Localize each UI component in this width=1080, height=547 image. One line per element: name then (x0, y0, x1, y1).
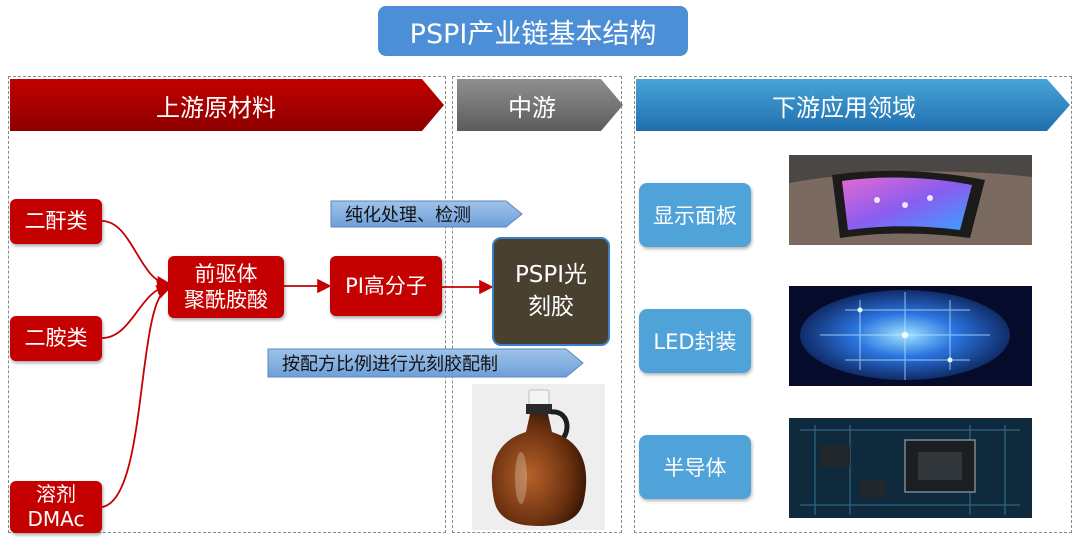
dianhydride-box: 二酐类 (10, 199, 102, 244)
midstream-banner (457, 79, 623, 131)
semiconductor-board-image (789, 418, 1032, 518)
page-title: PSPI产业链基本结构 (378, 6, 688, 56)
amber-bottle-image (472, 384, 605, 530)
connector-diamine (101, 280, 172, 339)
midstream-section (452, 76, 622, 533)
purify-note-arrow (330, 200, 523, 228)
formulate-note-arrow (267, 348, 584, 378)
upstream-label: 上游原材料 (156, 93, 276, 122)
connector-solvent (101, 285, 172, 508)
purify-note: 纯化处理、检测 (345, 205, 471, 226)
upstream-banner (10, 79, 444, 131)
connector-dianhydride (101, 220, 172, 291)
formulate-note: 按配方比例进行光刻胶配制 (282, 354, 498, 375)
upstream-section (8, 76, 446, 533)
display-panel-box: 显示面板 (639, 183, 751, 247)
diamine-box: 二胺类 (10, 316, 102, 361)
pi-polymer-box: PI高分子 (330, 256, 442, 316)
downstream-banner (636, 79, 1070, 131)
semiconductor-box: 半导体 (639, 435, 751, 499)
midstream-label: 中游 (508, 93, 556, 122)
led-packaging-box: LED封装 (639, 309, 751, 373)
downstream-section (634, 76, 1072, 533)
flexible-display-image (789, 155, 1032, 245)
led-circuit-image (789, 286, 1032, 386)
pspi-photoresist-box: PSPI光 刻胶 (492, 237, 610, 346)
solvent-box: 溶剂 DMAc (10, 481, 102, 533)
precursor-box: 前驱体 聚酰胺酸 (168, 256, 284, 318)
downstream-label: 下游应用领域 (772, 93, 916, 122)
